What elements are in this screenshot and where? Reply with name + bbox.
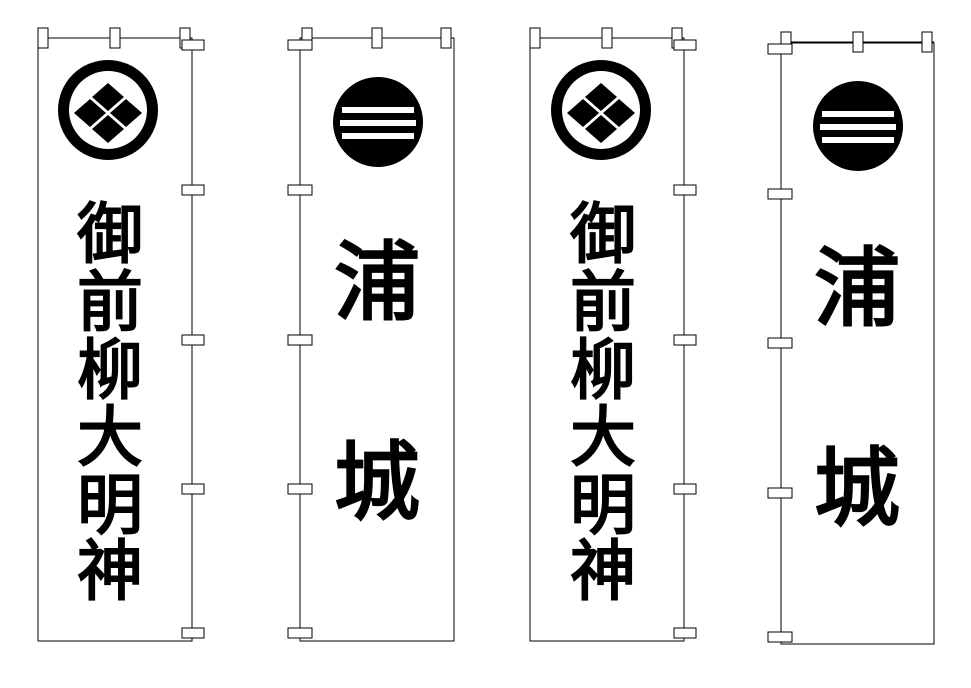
banner-character: 前 [77, 264, 143, 341]
banner-character: 柳 [570, 332, 636, 409]
side-tie [287, 334, 313, 346]
nobori-banner-3: 御 前 柳 大 明 神 [529, 27, 697, 642]
side-tie [287, 39, 313, 51]
banner-character: 明 [570, 467, 636, 544]
top-tie [529, 27, 541, 49]
side-tie [181, 334, 205, 346]
banner-character: 大 [77, 399, 143, 476]
banner-character: 大 [570, 399, 636, 476]
diamond-crest-icon [551, 60, 651, 160]
side-tie [767, 631, 793, 643]
diamond-crest-icon [58, 60, 158, 160]
banner-character: 神 [570, 533, 636, 610]
top-tie [37, 27, 49, 49]
nobori-banner-1: 御 前 柳 大 明 神 [37, 27, 205, 642]
top-tie [921, 31, 933, 53]
top-tie [371, 27, 383, 49]
nobori-banner-2: 浦 城 [287, 27, 455, 642]
banner-cloth [299, 37, 455, 642]
side-tie [287, 184, 313, 196]
side-tie [767, 337, 793, 349]
top-tie [852, 31, 864, 53]
side-tie [673, 184, 697, 196]
side-tie [673, 483, 697, 495]
side-tie [287, 627, 313, 639]
banner-character: 城 [814, 439, 900, 539]
side-tie [767, 43, 793, 55]
side-tie [181, 184, 205, 196]
top-tie [440, 27, 452, 49]
side-tie [673, 39, 697, 51]
banner-character: 柳 [77, 332, 143, 409]
side-tie [767, 487, 793, 499]
side-tie [673, 627, 697, 639]
banner-character: 神 [77, 533, 143, 610]
top-tie [601, 27, 613, 49]
stripes-crest-icon [813, 81, 903, 171]
side-tie [767, 188, 793, 200]
banner-character: 前 [570, 264, 636, 341]
banner-character: 明 [77, 467, 143, 544]
nobori-banner-4: 浦 城 [767, 31, 935, 645]
banner-character: 城 [334, 433, 420, 533]
banner-character: 浦 [814, 239, 900, 339]
side-tie [181, 39, 205, 51]
side-tie [673, 334, 697, 346]
stripes-crest-icon [333, 77, 423, 167]
side-tie [181, 627, 205, 639]
side-tie [181, 483, 205, 495]
side-tie [287, 483, 313, 495]
banner-character: 御 [76, 196, 143, 273]
top-tie [109, 27, 121, 49]
banner-character: 御 [569, 196, 636, 273]
banner-character: 浦 [334, 233, 420, 333]
